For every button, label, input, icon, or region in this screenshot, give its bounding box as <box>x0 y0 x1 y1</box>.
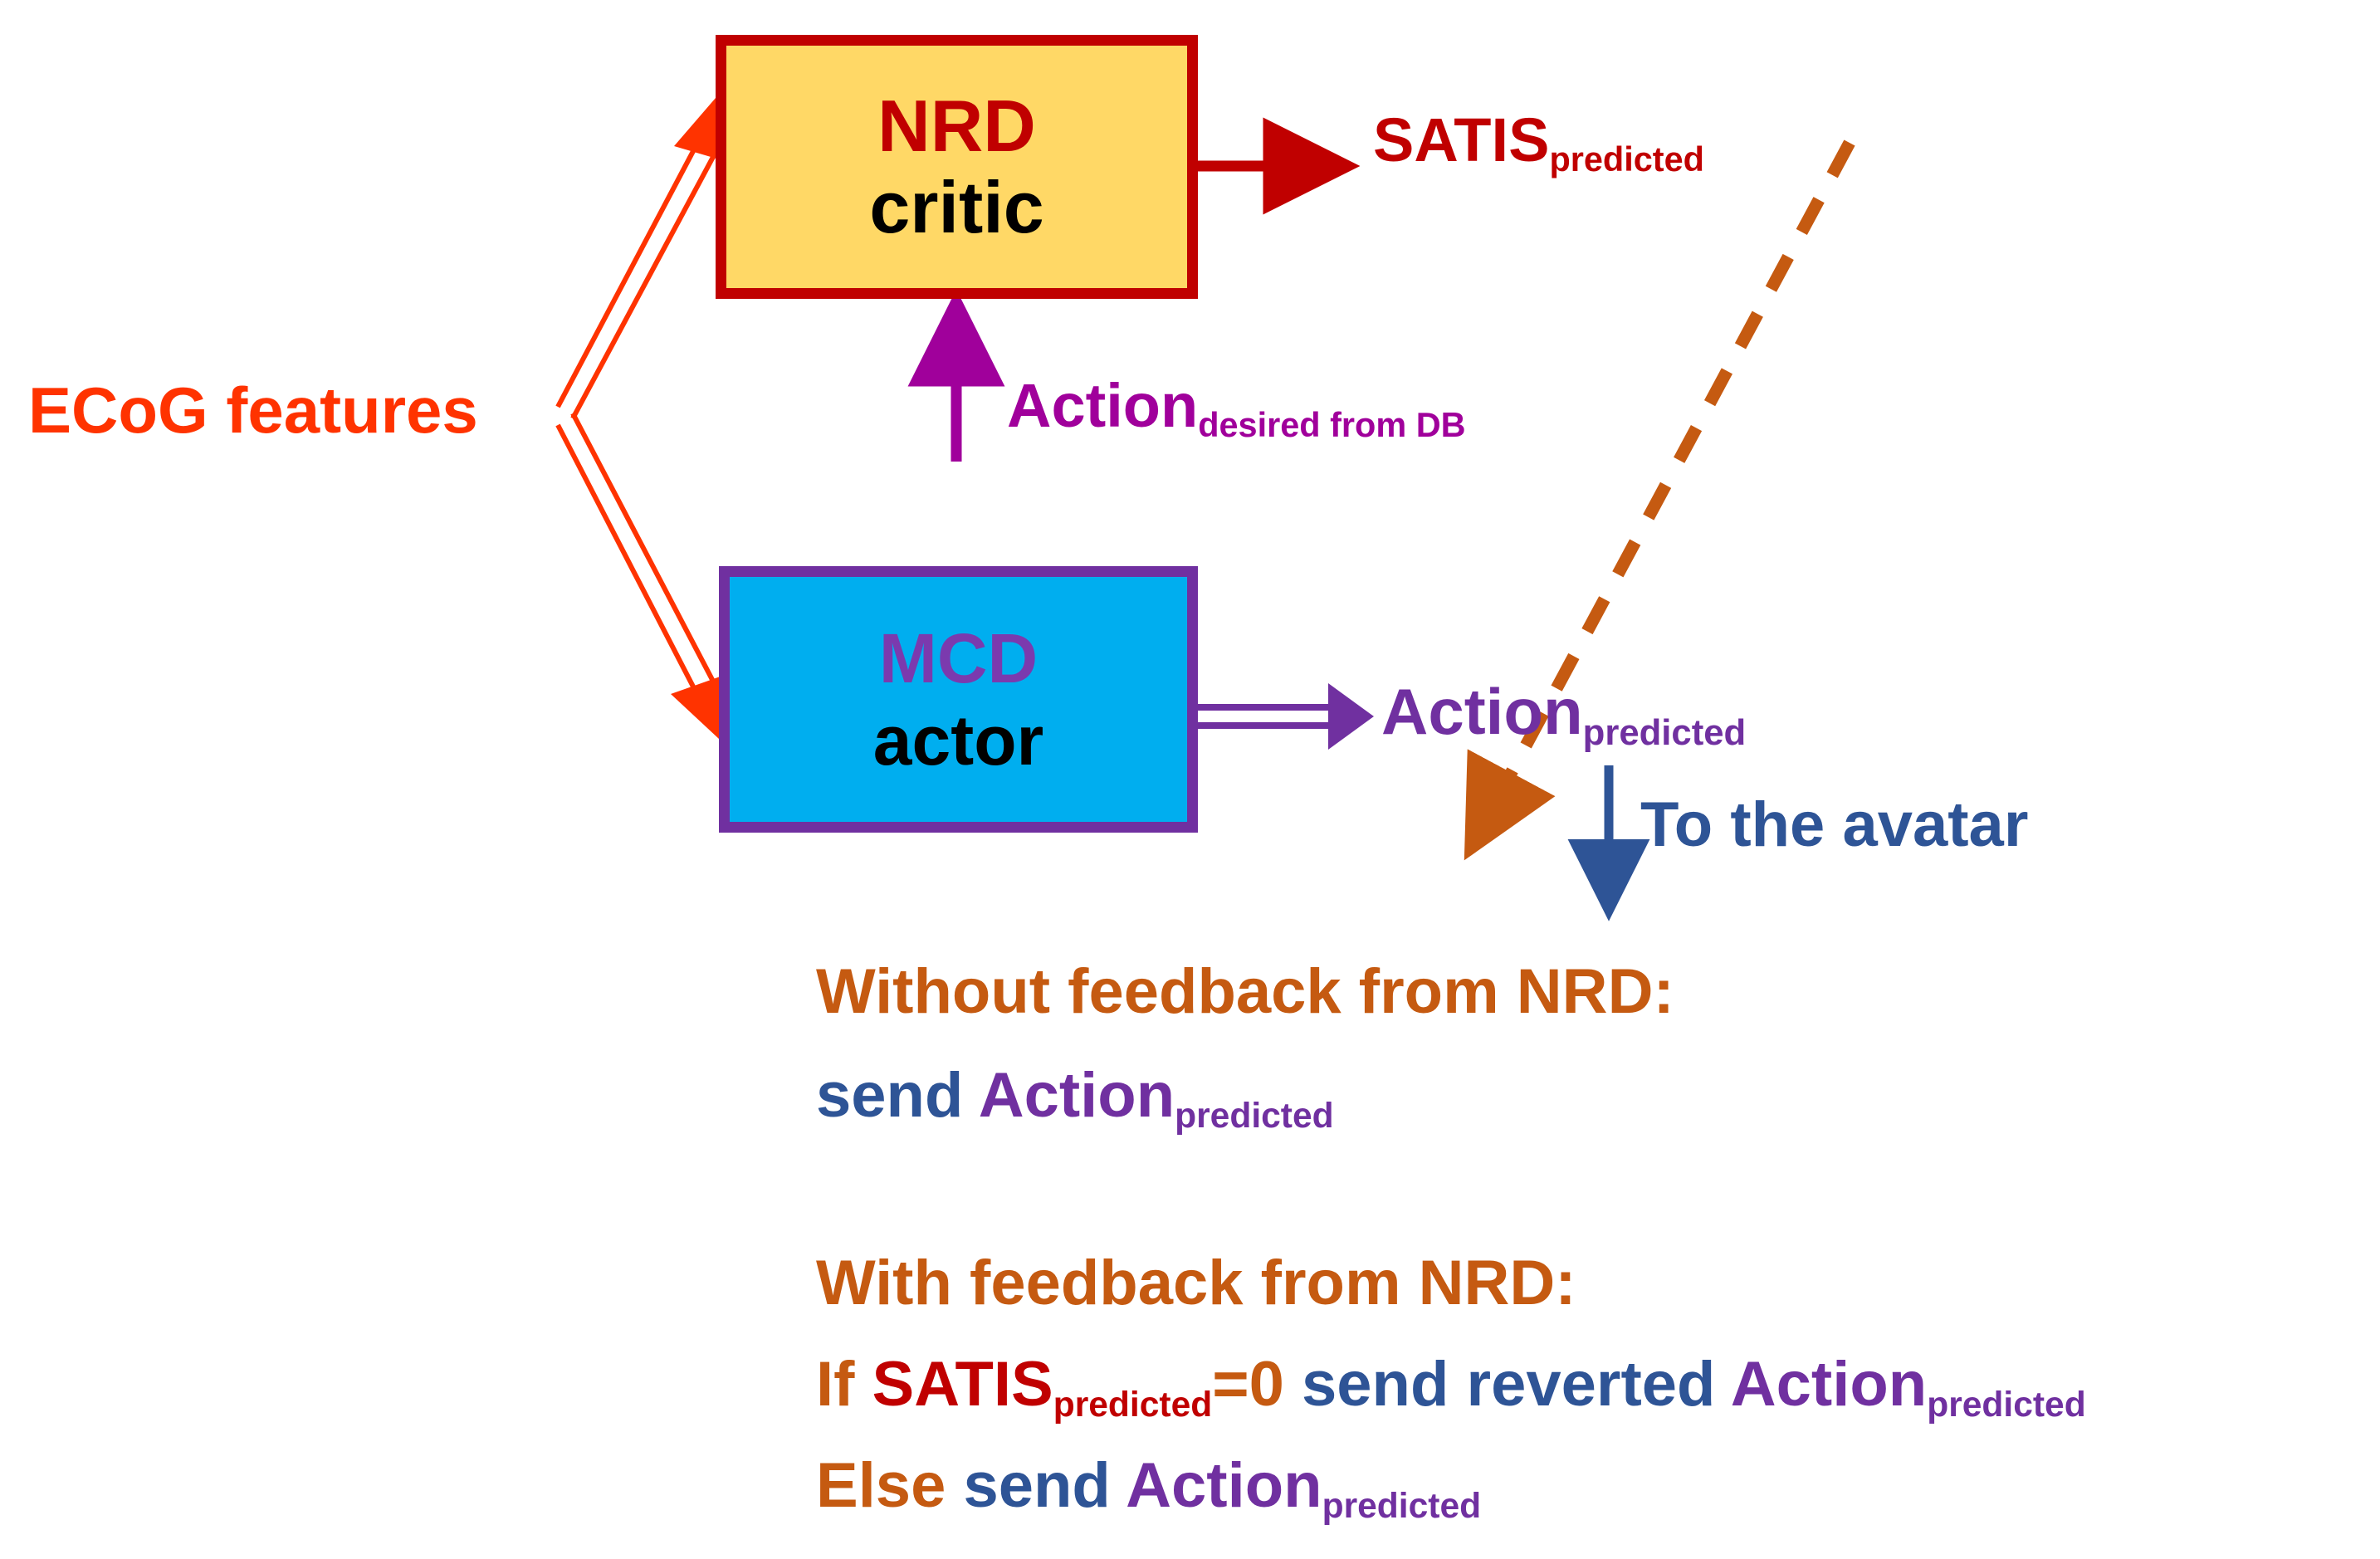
label-action-predicted: Actionpredicted <box>1381 679 1746 750</box>
note-without-action: Action <box>978 1060 1175 1131</box>
node-mcd-title: MCD <box>878 619 1039 698</box>
node-nrd-subtitle: critic <box>869 166 1044 248</box>
note-with-feedback-title: With feedback from NRD: <box>816 1248 1576 1318</box>
note-else-action: Action <box>1126 1450 1322 1521</box>
mcd-to-action-connector <box>1198 704 1332 729</box>
note-without-feedback-title: Without feedback from NRD: <box>816 956 1674 1027</box>
label-to-the-avatar: To the avatar <box>1640 789 2029 860</box>
node-nrd-title: NRD <box>877 84 1036 167</box>
note-else-send: send <box>963 1450 1126 1521</box>
label-action-desired-base: Action <box>1007 371 1199 440</box>
node-mcd-subtitle: actor <box>872 701 1044 780</box>
mcd-to-action-arrowhead <box>1328 683 1374 750</box>
note-with-send-reverted: send reverted <box>1283 1349 1731 1420</box>
note-with-equals-zero: =0 <box>1212 1349 1284 1420</box>
note-else: Else <box>816 1450 964 1521</box>
satis-feedback-dashed-arrow <box>1464 139 1855 861</box>
note-without-feedback-body: send Actionpredicted <box>816 1064 1334 1134</box>
note-with-action-subscript: predicted <box>1927 1384 2086 1425</box>
note-with-feedback-line-else: Else send Actionpredicted <box>816 1454 1481 1524</box>
ecog-branch-connectors <box>555 123 721 716</box>
note-without-send: send <box>816 1060 979 1131</box>
label-satis-base: SATIS <box>1373 105 1550 174</box>
label-action-predicted-base: Action <box>1381 675 1583 748</box>
note-with-if: If <box>816 1349 872 1420</box>
label-ecog-features: ECoG features <box>28 374 478 447</box>
ecog-to-mcd-arrowhead <box>671 674 727 739</box>
note-with-feedback-line-if: If SATISpredicted=0 send reverted Action… <box>816 1353 2086 1423</box>
label-satis-predicted: SATISpredicted <box>1373 110 1704 177</box>
label-action-desired: Actiondesired from DB <box>1007 375 1466 442</box>
note-else-action-subscript: predicted <box>1322 1485 1482 1526</box>
node-mcd-actor[interactable]: MCD actor <box>719 566 1198 833</box>
note-with-satis-subscript: predicted <box>1053 1384 1213 1425</box>
node-nrd-critic[interactable]: NRD critic <box>716 35 1198 299</box>
note-with-satis: SATIS <box>872 1349 1053 1420</box>
label-action-desired-subscript: desired from DB <box>1198 405 1466 445</box>
label-satis-subscript: predicted <box>1549 139 1704 179</box>
note-without-action-subscript: predicted <box>1175 1095 1334 1136</box>
label-action-predicted-subscript: predicted <box>1582 712 1747 754</box>
note-with-action: Action <box>1730 1349 1928 1420</box>
